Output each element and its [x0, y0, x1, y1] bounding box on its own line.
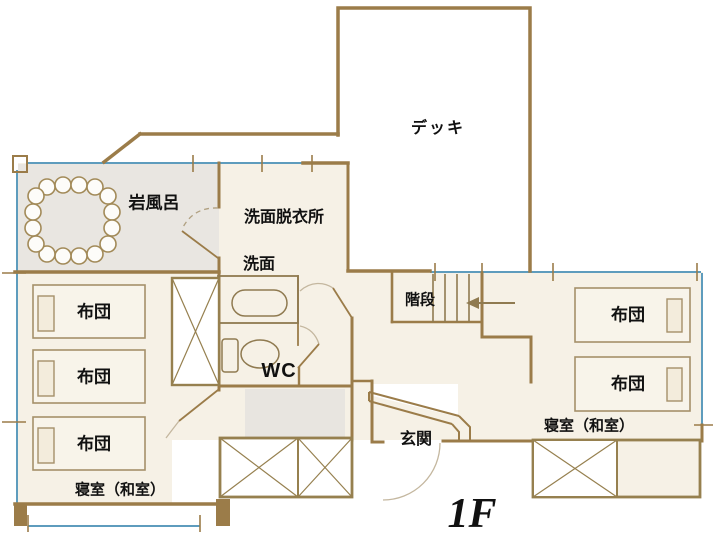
bedroom-left-door-leaf: [178, 389, 219, 422]
window-lines: [16, 162, 703, 527]
futon-label: 布団: [611, 305, 645, 325]
washroom-door-leaf: [332, 287, 353, 319]
wall-ticks: [2, 155, 713, 532]
futon-right-1: [574, 287, 691, 343]
entrance-porch-step: [368, 391, 471, 442]
closets: [170, 276, 702, 499]
futon-left-3: [32, 416, 146, 471]
futon-right-2: [574, 356, 691, 412]
toilet: [221, 338, 280, 373]
walls: [12, 6, 704, 526]
futon-label: 布団: [77, 302, 111, 322]
stairs-steps: [432, 274, 470, 322]
futon-label: 布団: [77, 434, 111, 454]
rock-bath-stones: [24, 176, 121, 265]
closet-hall: [170, 276, 221, 387]
entrance-door-arc: [382, 442, 441, 501]
room-label-bedroom-left: 寝室（和室）: [74, 481, 166, 499]
washroom-door-arc: [299, 282, 334, 292]
futon-label: 布団: [611, 374, 645, 394]
closet-right-bedroom: [531, 438, 702, 499]
deck-walls: [101, 6, 532, 273]
room-label-entrance: 玄関: [399, 431, 433, 448]
stairs-direction-arrow: [466, 297, 515, 309]
bedroom-left-door-arc: [165, 420, 180, 439]
room-label-bedroom-right: 寝室（和室）: [543, 417, 635, 435]
room-label-washroom: 洗面脱衣所: [243, 209, 325, 226]
room-label-wc: WC: [261, 360, 297, 382]
room-label-rock-bath: 岩風呂: [128, 193, 180, 213]
floor-title: 1F: [447, 491, 497, 537]
futon-left-1: [32, 284, 146, 339]
wc-door-leaf: [297, 343, 320, 369]
bath-door-leaf: [181, 230, 219, 259]
futon-label: 布団: [77, 367, 111, 387]
room-label-washbasin: 洗面: [242, 256, 276, 273]
room-label-deck: デッキ: [410, 120, 466, 137]
futons: [32, 284, 691, 471]
entrance-floor: [245, 389, 345, 438]
bath-door-arc: [181, 207, 219, 230]
wc-door-arc: [299, 325, 320, 345]
doors: [165, 207, 441, 501]
futon-left-2: [32, 349, 146, 404]
room-label-stairs: 階段: [404, 291, 436, 309]
closet-bottom-middle: [218, 436, 354, 499]
